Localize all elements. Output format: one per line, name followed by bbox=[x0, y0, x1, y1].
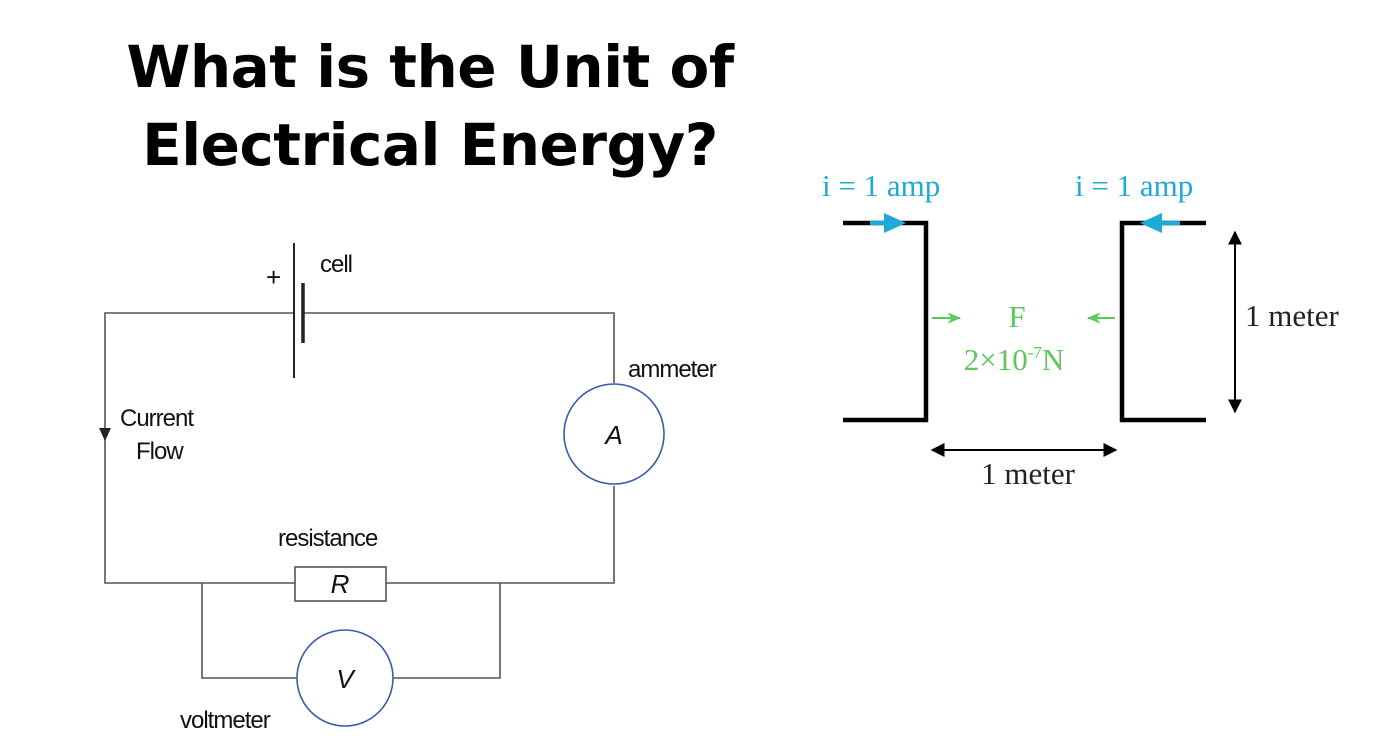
ammeter-label: ammeter bbox=[628, 356, 717, 383]
voltmeter-symbol: V bbox=[336, 664, 356, 694]
page-title: What is the Unit of Electrical Energy? bbox=[70, 28, 790, 184]
cell-label: cell bbox=[320, 251, 352, 278]
current-flow-label-2: Flow bbox=[136, 438, 184, 465]
voltmeter-label: voltmeter bbox=[180, 707, 271, 734]
horizontal-distance-label: 1 meter bbox=[981, 456, 1075, 491]
ammeter-symbol: A bbox=[603, 420, 622, 450]
cell-plus-sign: + bbox=[266, 262, 280, 292]
resistance-label: resistance bbox=[278, 525, 378, 552]
left-current-label: i = 1 amp bbox=[822, 168, 940, 203]
voltmeter-wire-right bbox=[393, 583, 501, 679]
circuit-wire-top-right bbox=[303, 312, 615, 383]
left-current-arrow-icon bbox=[884, 213, 906, 233]
circuit-diagram: + cell Current Flow ammeter A resistance… bbox=[99, 243, 718, 734]
force-symbol: F bbox=[1008, 299, 1025, 334]
right-current-label: i = 1 amp bbox=[1075, 168, 1193, 203]
force-value: 2×10-7N bbox=[964, 342, 1065, 377]
current-flow-arrow-icon bbox=[99, 428, 111, 441]
circuit-wire-top-left bbox=[104, 312, 295, 584]
right-conductor bbox=[1119, 220, 1206, 423]
force-value-unit: N bbox=[1042, 342, 1064, 377]
force-value-exponent: -7 bbox=[1028, 343, 1043, 362]
voltmeter-wire-left bbox=[201, 583, 298, 679]
resistor-box bbox=[294, 566, 387, 602]
title-line-2: Electrical Energy? bbox=[142, 111, 718, 179]
current-flow-label-1: Current bbox=[120, 405, 194, 432]
ammeter-circle bbox=[563, 383, 665, 485]
force-value-base: 2×10 bbox=[964, 342, 1028, 377]
voltmeter-circle bbox=[296, 629, 394, 727]
resistor-symbol: R bbox=[331, 569, 350, 599]
vertical-distance-label: 1 meter bbox=[1245, 298, 1339, 333]
force-diagram: i = 1 amp i = 1 amp F 2×10-7N 1 meter 1 … bbox=[822, 168, 1339, 491]
circuit-wire-right-lower bbox=[386, 486, 615, 584]
left-conductor bbox=[843, 220, 929, 423]
title-line-1: What is the Unit of bbox=[126, 33, 734, 101]
right-current-arrow-icon bbox=[1140, 213, 1162, 233]
